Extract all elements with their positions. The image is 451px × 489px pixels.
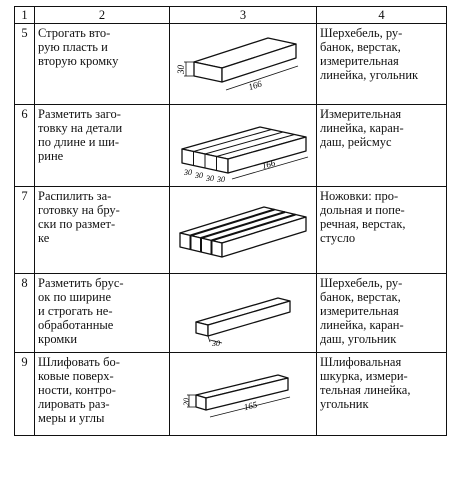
table-header-row: 1 2 3 4 <box>14 6 447 24</box>
length-dimension-line <box>209 396 291 418</box>
step-number: 7 <box>14 186 35 274</box>
tools-text: Шлифовальная шкурка, измери- тельная лин… <box>316 352 447 436</box>
bar-side-face <box>205 377 289 411</box>
dimension-label: 20 <box>182 398 191 406</box>
width-dimension-line <box>209 339 223 344</box>
dimension-label: 30 <box>216 175 225 182</box>
tools-text: Шерхебель, ру- банок, верстак, измерител… <box>316 273 447 353</box>
finished-bar-sketch: 20 165 <box>182 374 291 418</box>
header-cell-2: 2 <box>34 6 170 24</box>
tools-text: Шерхебель, ру- банок, верстак, измерител… <box>316 23 447 105</box>
operations-table: 1 2 3 4 5 Строгать вто- рую пласть и вто… <box>14 6 447 436</box>
step-number: 9 <box>14 352 35 436</box>
dimension-label: 30 <box>183 168 192 177</box>
board-sketch: 30 166 <box>176 37 299 92</box>
step-number: 8 <box>14 273 35 353</box>
sawn-bars-sketch <box>179 206 307 258</box>
table-row: 7 Распилить за- готовку на бру- ски по р… <box>14 186 447 274</box>
table-row: 9 Шлифовать бо- ковые поверх- ности, кон… <box>14 352 447 436</box>
table-row: 8 Разметить брус- ок по ширине и строгат… <box>14 273 447 353</box>
length-dimension-line <box>231 156 309 180</box>
step-number: 5 <box>14 23 35 105</box>
sketch-cell: 20 165 <box>169 352 317 436</box>
step-number: 6 <box>14 104 35 187</box>
table-row: 6 Разметить заго- товку на детали по дли… <box>14 104 447 187</box>
operation-text: Разметить брус- ок по ширине и строгать … <box>34 273 170 353</box>
table-row: 5 Строгать вто- рую пласть и вторую кром… <box>14 23 447 105</box>
length-dimension-line <box>225 65 299 91</box>
operation-text: Строгать вто- рую пласть и вторую кромку <box>34 23 170 105</box>
operation-text: Шлифовать бо- ковые поверх- ности, контр… <box>34 352 170 436</box>
bar-end-face <box>195 394 207 411</box>
dimension-label: 165 <box>243 399 259 412</box>
sketch-cell: 30 <box>169 273 317 353</box>
dimension-label: 30 <box>205 174 214 182</box>
blank-side-face <box>227 136 307 174</box>
dimension-label: 166 <box>261 158 277 171</box>
sketch-cell: 30 30 30 30 166 <box>169 104 317 187</box>
tools-text: Ножовки: про- дольная и попе- речная, ве… <box>316 186 447 274</box>
dimension-label: 30 <box>194 171 203 180</box>
operation-text: Распилить за- готовку на бру- ски по раз… <box>34 186 170 274</box>
dimension-label: 30 <box>176 65 186 76</box>
dimension-label: 166 <box>247 78 263 92</box>
header-cell-1: 1 <box>14 6 35 24</box>
board-side-face <box>221 43 297 83</box>
operation-text: Разметить заго- товку на детали по длине… <box>34 104 170 187</box>
bar-end-face <box>195 321 209 337</box>
marked-blank-sketch: 30 30 30 30 166 <box>181 126 309 182</box>
bars-side-face <box>221 216 307 258</box>
header-cell-3: 3 <box>169 6 317 24</box>
tools-text: Измерительная линейка, каран- даш, рейсм… <box>316 104 447 187</box>
bar-sketch: 30 <box>195 297 291 348</box>
sketch-cell <box>169 186 317 274</box>
dimension-label: 30 <box>211 339 220 348</box>
header-cell-4: 4 <box>316 6 447 24</box>
sketch-cell: 30 166 <box>169 23 317 105</box>
bar-side-face <box>207 300 291 337</box>
